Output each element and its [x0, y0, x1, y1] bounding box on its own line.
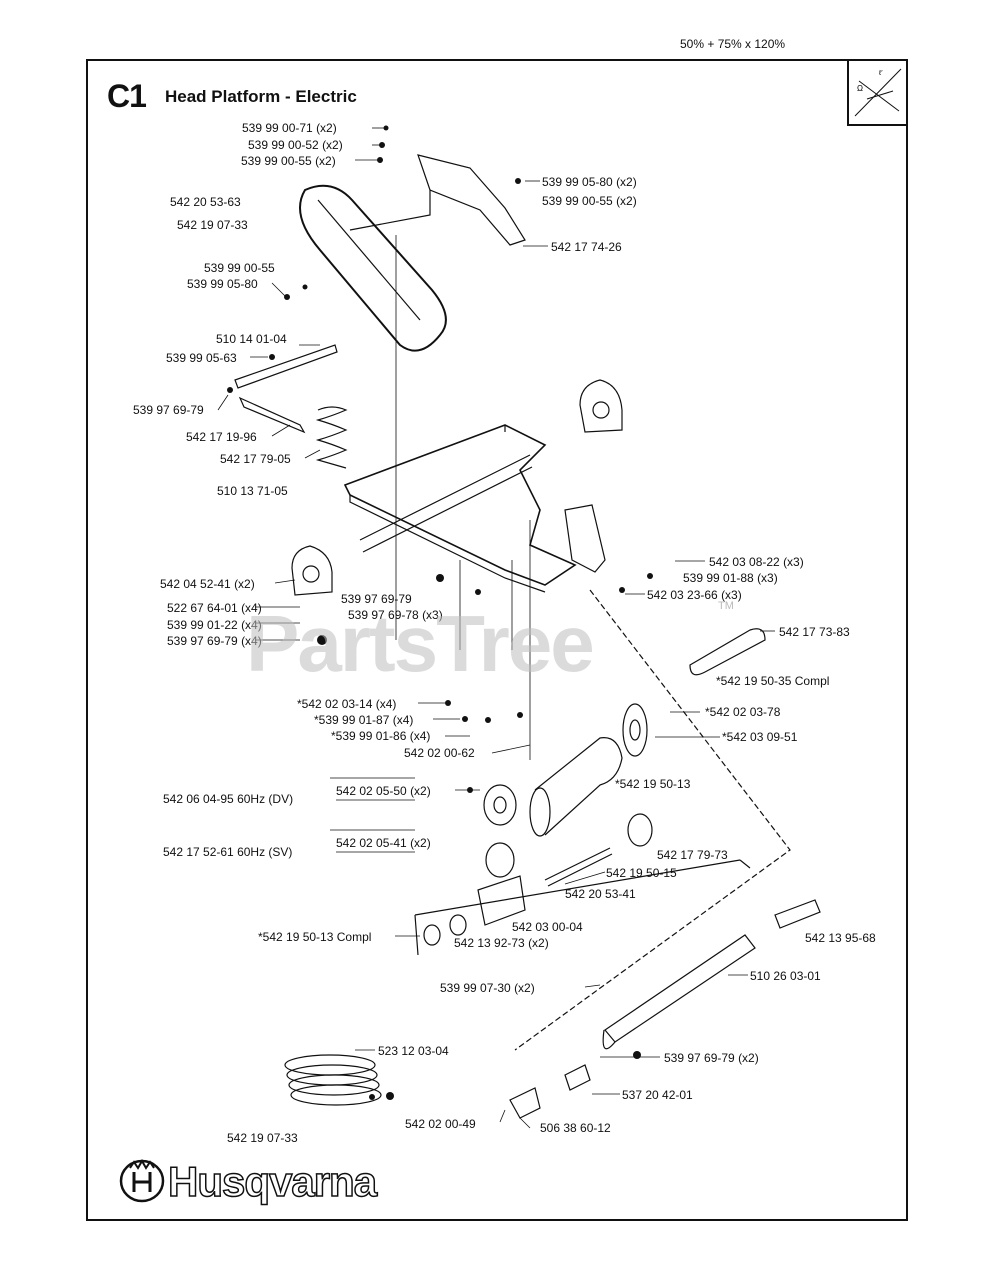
part-label: 506 38 60-12: [540, 1121, 611, 1135]
part-label: 523 12 03-04: [378, 1044, 449, 1058]
part-label: 539 97 69-79: [133, 403, 204, 417]
part-label: 522 67 64-01 (x4): [167, 601, 262, 615]
part-label: 542 06 04-95 60Hz (DV): [163, 792, 293, 806]
side-bracket-drawing: [564, 504, 606, 573]
part-label: 539 99 00-55 (x2): [241, 154, 336, 168]
mounting-bracket-drawing: [349, 154, 526, 246]
part-label: 542 03 08-22 (x3): [709, 555, 804, 569]
bearing-blocks-drawing: [291, 379, 623, 596]
part-label: 539 99 07-30 (x2): [440, 981, 535, 995]
part-label: *542 03 09-51: [722, 730, 798, 744]
drive-shaft-drawing: [544, 847, 613, 887]
part-label: *539 99 01-87 (x4): [314, 713, 413, 727]
leader-lines: [217, 127, 775, 1129]
part-label: 542 17 19-96: [186, 430, 257, 444]
cable-coil-drawing: [284, 1054, 382, 1106]
part-label: 537 20 42-01: [622, 1088, 693, 1102]
belt-drawing: [299, 184, 447, 352]
part-label: 542 20 53-41: [565, 887, 636, 901]
part-label: 542 19 07-33: [227, 1131, 298, 1145]
part-label: 542 13 92-73 (x2): [454, 936, 549, 950]
section-id: C1: [107, 78, 147, 114]
part-label: *542 19 50-35 Compl: [716, 674, 829, 688]
diagram-frame: [86, 59, 908, 1221]
part-label: 510 26 03-01: [750, 969, 821, 983]
svg-text:ℓ′: ℓ′: [878, 70, 883, 77]
part-label: 542 17 73-83: [779, 625, 850, 639]
watermark-tm: TM: [718, 600, 734, 612]
handle-drawing: [602, 899, 821, 1050]
brand-logo-text: Husqvarna: [167, 1157, 378, 1206]
part-label: 539 97 69-79: [341, 592, 412, 606]
orientation-box: Ω ℓ′: [847, 59, 908, 126]
part-label: 539 99 00-55 (x2): [542, 194, 637, 208]
part-label: 539 97 69-78 (x3): [348, 608, 443, 622]
orientation-icon: Ω ℓ′: [854, 68, 902, 117]
part-label: 542 17 74-26: [551, 240, 622, 254]
cable-route: [514, 589, 791, 1051]
part-label: 539 99 01-88 (x3): [683, 571, 778, 585]
part-label: *539 99 01-86 (x4): [331, 729, 430, 743]
part-label: 510 13 71-05: [217, 484, 288, 498]
spring-drawing: [315, 406, 348, 469]
part-label: 542 17 79-05: [220, 452, 291, 466]
part-label: *542 19 50-13: [615, 777, 691, 791]
part-label: 539 99 05-80 (x2): [542, 175, 637, 189]
lever-drawing: [689, 628, 766, 676]
part-label: 542 17 79-73: [657, 848, 728, 862]
part-label: 539 99 05-63: [166, 351, 237, 365]
part-label: 542 02 05-50 (x2): [336, 784, 431, 798]
part-label: 542 17 52-61 60Hz (SV): [163, 845, 292, 859]
drum-drawing: [529, 703, 648, 837]
part-label: 542 02 00-62: [404, 746, 475, 760]
bearing-kit-bracket: [414, 859, 751, 956]
part-label: *542 02 03-78: [705, 705, 781, 719]
husqvarna-crown-logo-icon: [119, 1158, 165, 1203]
part-label: *542 19 50-13 Compl: [258, 930, 371, 944]
part-label: 542 03 00-04: [512, 920, 583, 934]
part-label: 539 99 05-80: [187, 277, 258, 291]
part-label: 542 02 05-41 (x2): [336, 836, 431, 850]
part-label: 542 19 50-15: [606, 866, 677, 880]
platform-shaft-drawing: [359, 454, 533, 553]
part-label: 539 99 00-52 (x2): [248, 138, 343, 152]
watermark: PartsTree: [246, 599, 595, 688]
part-label: 542 20 53-63: [170, 195, 241, 209]
part-label: 539 99 01-22 (x4): [167, 618, 262, 632]
part-label: *542 02 03-14 (x4): [297, 697, 396, 711]
shaft-sleeve-drawing: [477, 875, 526, 926]
part-label: 510 14 01-04: [216, 332, 287, 346]
part-label: 542 13 95-68: [805, 931, 876, 945]
svg-text:Ω: Ω: [857, 84, 863, 93]
part-label: 542 02 00-49: [405, 1117, 476, 1131]
part-label: 539 99 00-71 (x2): [242, 121, 337, 135]
pulleys-drawing: [483, 784, 653, 878]
part-label: 539 97 69-79 (x2): [664, 1051, 759, 1065]
part-label: 542 03 23-66 (x3): [647, 588, 742, 602]
switch-drawing: [509, 1087, 541, 1119]
part-label: 539 97 69-79 (x4): [167, 634, 262, 648]
part-label: 539 99 00-55: [204, 261, 275, 275]
scale-note: 50% + 75% x 120%: [680, 37, 786, 51]
part-label: 542 19 07-33: [177, 218, 248, 232]
section-title: Head Platform - Electric: [165, 87, 357, 106]
part-label: 542 04 52-41 (x2): [160, 577, 255, 591]
tension-arm-drawing: [234, 344, 338, 389]
